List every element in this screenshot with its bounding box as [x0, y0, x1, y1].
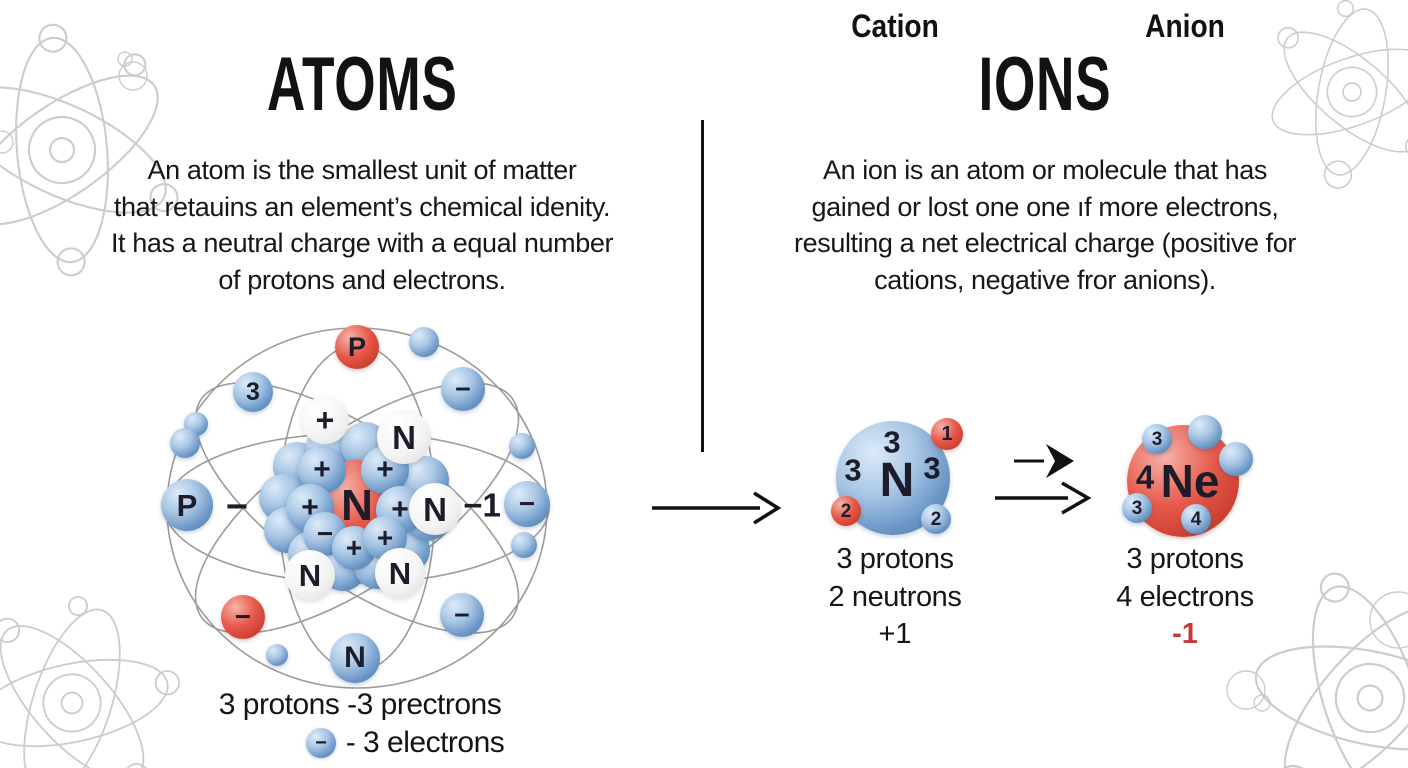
sphere	[1219, 442, 1253, 476]
sphere-3: 3	[233, 372, 273, 412]
sphere-N: N	[409, 483, 461, 535]
sphere-N: N	[377, 410, 431, 464]
sphere-−: −	[441, 367, 485, 411]
anion-protons: 3 protons	[1126, 543, 1244, 575]
anion-label: Anion	[1145, 8, 1225, 44]
sphere	[511, 532, 537, 558]
diagram-label: Ne	[1160, 455, 1220, 507]
sphere-3: 3	[1142, 424, 1172, 454]
sphere	[409, 327, 439, 357]
sphere-1: 1	[931, 418, 963, 450]
anion-electrons: 4 electrons	[1116, 581, 1254, 613]
sphere-3: 3	[1122, 493, 1152, 523]
sphere-2: 2	[831, 496, 861, 526]
sphere-−: −	[440, 593, 484, 637]
cation-caption: 3 protons 2 neutrons	[750, 540, 1040, 616]
electron-icon: −	[305, 728, 336, 758]
cation-protons: 3 protons	[836, 543, 954, 575]
sphere-4: 4	[1181, 504, 1211, 534]
diagram-label: 3	[923, 450, 941, 486]
atoms-title: ATOMS	[266, 42, 458, 127]
sphere-P: P	[335, 325, 379, 369]
sphere-P: P	[161, 479, 213, 531]
atom-caption-protons: 3 protons -3 prectrons	[218, 688, 502, 721]
transform-arrow-icon	[652, 491, 782, 525]
sphere-+: +	[301, 396, 349, 444]
diagram-label: 3	[883, 424, 901, 460]
short-right-arrow-icon	[1014, 444, 1074, 478]
diagram-label: −1	[463, 486, 501, 524]
sphere-−: −	[221, 595, 265, 639]
diagram-label: −	[225, 486, 249, 528]
cation-label: Cation	[851, 8, 939, 44]
atom-caption-electrons-text: - 3 electrons	[345, 726, 505, 759]
sphere-2: 2	[921, 504, 951, 534]
sphere	[1188, 415, 1222, 449]
long-right-arrow-icon	[995, 481, 1092, 515]
sphere	[509, 433, 535, 459]
ions-title-wrap: IONS	[835, 46, 1255, 124]
sphere-−: −	[504, 481, 550, 527]
sphere	[266, 644, 288, 666]
sphere-N: N	[375, 548, 425, 598]
diagram-label: 4	[1135, 458, 1155, 496]
diagram-label: N	[879, 454, 915, 507]
cation-neutrons: 2 neutrons	[828, 581, 962, 613]
sphere	[170, 428, 200, 458]
ions-title: IONS	[978, 42, 1112, 127]
sphere-N: N	[330, 633, 380, 683]
anion-caption: 3 protons 4 electrons	[1035, 540, 1335, 616]
sphere-N: N	[285, 550, 335, 600]
anion-charge: -1	[1172, 618, 1198, 650]
atoms-title-wrap: ATOMS	[152, 46, 572, 124]
diagram-label: 3	[844, 452, 862, 488]
atom-caption-electrons: − - 3 electrons	[130, 726, 590, 760]
cation-charge: +1	[878, 618, 912, 650]
